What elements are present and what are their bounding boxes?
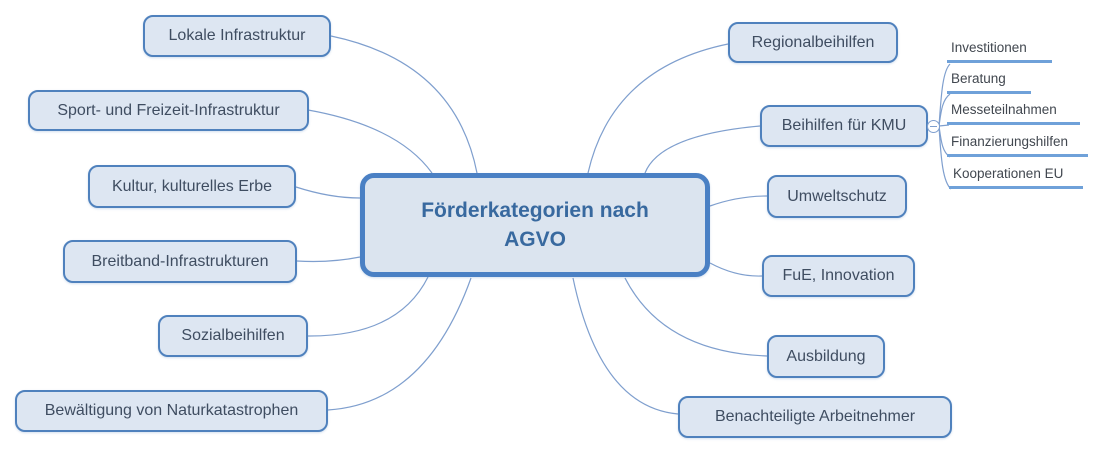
node-sozialbeihilfen[interactable]: Sozialbeihilfen [158,315,308,357]
node-bewaeltigung-naturkatastrophen[interactable]: Bewältigung von Naturkatastrophen [15,390,328,432]
connector-kmu-kooperationen [938,125,952,190]
node-label: Kultur, kulturelles Erbe [111,177,273,195]
connector-breitband [296,256,361,263]
node-ausbildung[interactable]: Ausbildung [767,335,885,378]
minus-icon [930,126,937,127]
node-label: Sport- und Freizeit-Infrastruktur [57,101,280,119]
node-beihilfen-fuer-kmu[interactable]: Beihilfen für KMU [760,105,928,147]
collapse-toggle-kmu[interactable] [927,120,940,133]
subnode-label: Investitionen [951,40,1027,55]
node-lokale-infrastruktur[interactable]: Lokale Infrastruktur [143,15,331,57]
connector-fue-innovation [709,262,763,277]
connector-lokale-infrastruktur [330,35,478,174]
subnode-finanzierungshilfen[interactable]: Finanzierungshilfen [947,133,1088,157]
node-central-topic[interactable]: Förderkategorien nach AGVO [360,173,710,277]
node-label: Bewältigung von Naturkatastrophen [44,402,299,420]
connector-umweltschutz [709,195,768,207]
subnode-label: Kooperationen EU [953,166,1064,181]
connector-kultur [295,186,361,199]
node-benachteiligte-arbeitnehmer[interactable]: Benachteiligte Arbeitnehmer [678,396,952,438]
subnode-label: Finanzierungshilfen [951,134,1069,149]
node-umweltschutz[interactable]: Umweltschutz [767,175,907,218]
node-breitband-infrastrukturen[interactable]: Breitband-Infrastrukturen [63,240,297,283]
node-label: Umweltschutz [787,187,887,205]
connector-regionalbeihilfen [587,43,729,174]
subnode-label: Beratung [951,71,1006,86]
node-label: Sozialbeihilfen [181,327,285,345]
connector-sport-freizeit [307,109,433,174]
node-label: Benachteiligte Arbeitnehmer [714,408,916,426]
connector-benachteiligte [572,277,679,415]
central-topic-label: Förderkategorien nach AGVO [421,198,649,251]
node-label: Lokale Infrastruktur [168,27,306,45]
connector-beihilfen-kmu [644,125,761,174]
node-label: FuE, Innovation [782,267,895,285]
subnode-messeteilnahmen[interactable]: Messeteilnahmen [947,101,1080,125]
connector-naturkatastrophen [327,277,472,411]
node-label: Beihilfen für KMU [781,117,907,135]
subnode-kooperationen-eu[interactable]: Kooperationen EU [949,165,1083,189]
subnode-beratung[interactable]: Beratung [947,70,1031,94]
connector-sozialbeihilfen [306,276,429,337]
subnode-investitionen[interactable]: Investitionen [947,39,1052,63]
node-fue-innovation[interactable]: FuE, Innovation [762,255,915,297]
node-kultur-kulturelles-erbe[interactable]: Kultur, kulturelles Erbe [88,165,296,208]
subnode-label: Messeteilnahmen [951,102,1057,117]
node-label: Regionalbeihilfen [751,33,875,51]
node-regionalbeihilfen[interactable]: Regionalbeihilfen [728,22,898,63]
node-sport-freizeit-infrastruktur[interactable]: Sport- und Freizeit-Infrastruktur [28,90,309,131]
connector-ausbildung [624,277,768,357]
node-label: Ausbildung [786,347,866,365]
connector-kmu-beratung [938,93,951,127]
connector-kmu-messeteilnahmen [938,124,950,127]
node-label: Breitband-Infrastrukturen [91,252,269,270]
